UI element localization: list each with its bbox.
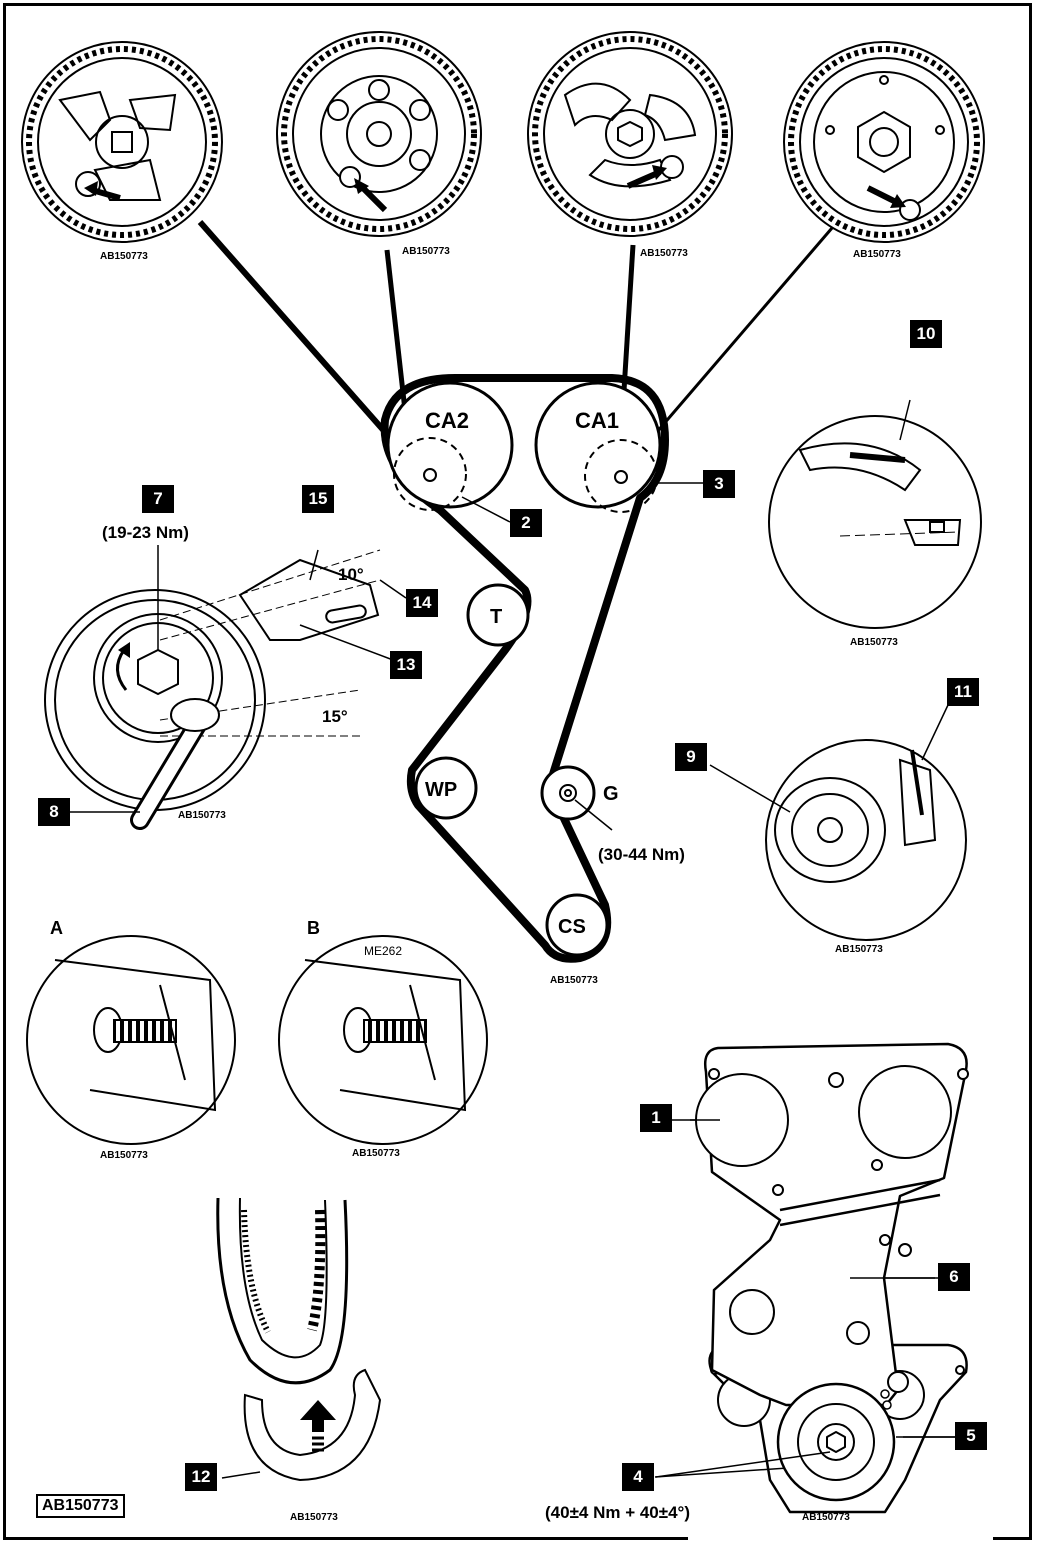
detail-b-ref: AB150773: [352, 1148, 400, 1159]
tensioner-torque: (19-23 Nm): [102, 523, 189, 542]
tensioner-ref: AB150773: [178, 810, 226, 821]
pulley-crankshaft: CS: [545, 893, 609, 957]
pulley-idler: G: [540, 765, 619, 831]
angle-lower: 15°: [322, 707, 348, 726]
pulley-ca1: CA1: [534, 381, 662, 513]
pulley-wp-label: WP: [425, 779, 457, 801]
tensioner-assembly: (19-23 Nm) 10° 15° AB150773: [44, 523, 407, 830]
pulley-g-label: G: [603, 783, 619, 805]
callout-10: 10: [910, 320, 942, 348]
sprocket-2-ref: AB150773: [402, 246, 450, 257]
belt-detail-ref: AB150773: [290, 1512, 338, 1523]
sprocket-4: AB150773: [783, 41, 985, 260]
pulley-ca1-label: CA1: [575, 408, 619, 433]
detail-9: AB150773: [709, 704, 967, 955]
callout-2: 2: [510, 509, 542, 537]
callout-14: 14: [406, 589, 438, 617]
sprocket-3-ref: AB150773: [640, 248, 688, 259]
callout-1: 1: [640, 1104, 672, 1132]
detail-b-tool-mark: ME262: [364, 944, 402, 958]
callout-5: 5: [955, 1422, 987, 1450]
detail-9-ref: AB150773: [835, 944, 883, 955]
detail-b-letter: B: [307, 918, 320, 938]
cover-ref: AB150773: [802, 1512, 850, 1523]
idler-torque: (30-44 Nm): [598, 845, 685, 864]
callout-8: 8: [38, 798, 70, 826]
callout-12: 12: [185, 1463, 217, 1491]
pulley-water-pump: WP: [414, 756, 478, 820]
belt-tooth-detail: AB150773: [216, 1197, 382, 1523]
sprocket-2: AB150773: [276, 31, 482, 257]
detail-a: AB150773: [26, 935, 236, 1161]
callout-6: 6: [938, 1263, 970, 1291]
sprocket-4-ref: AB150773: [853, 249, 901, 260]
detail-b: ME262 AB150773: [278, 935, 488, 1159]
detail-a-letter: A: [50, 918, 63, 938]
belt-layout-ref: AB150773: [550, 975, 598, 986]
callout-3: 3: [703, 470, 735, 498]
sprocket-3: AB150773: [527, 31, 733, 259]
callout-9: 9: [675, 743, 707, 771]
callout-13: 13: [390, 651, 422, 679]
pulley-tensioner: T: [466, 583, 530, 647]
callout-15: 15: [302, 485, 334, 513]
sprocket-1: AB150773: [21, 41, 223, 262]
angle-upper: 10°: [338, 565, 364, 584]
callout-4: 4: [622, 1463, 654, 1491]
detail-10-ref: AB150773: [850, 637, 898, 648]
pulley-t-label: T: [490, 606, 502, 628]
figure-reference: AB150773: [36, 1494, 125, 1518]
pulley-ca2-label: CA2: [425, 408, 469, 433]
pulley-ca2: CA2: [386, 381, 514, 511]
detail-10: AB150773: [768, 399, 982, 648]
pulley-cs-label: CS: [558, 916, 586, 938]
callout-7: 7: [142, 485, 174, 513]
detail-a-ref: AB150773: [100, 1150, 148, 1161]
page-border: [3, 3, 1032, 1540]
callout-11: 11: [947, 678, 979, 706]
crank-torque: (40±4 Nm + 40±4°): [545, 1503, 690, 1522]
sprocket-1-ref: AB150773: [100, 251, 148, 262]
